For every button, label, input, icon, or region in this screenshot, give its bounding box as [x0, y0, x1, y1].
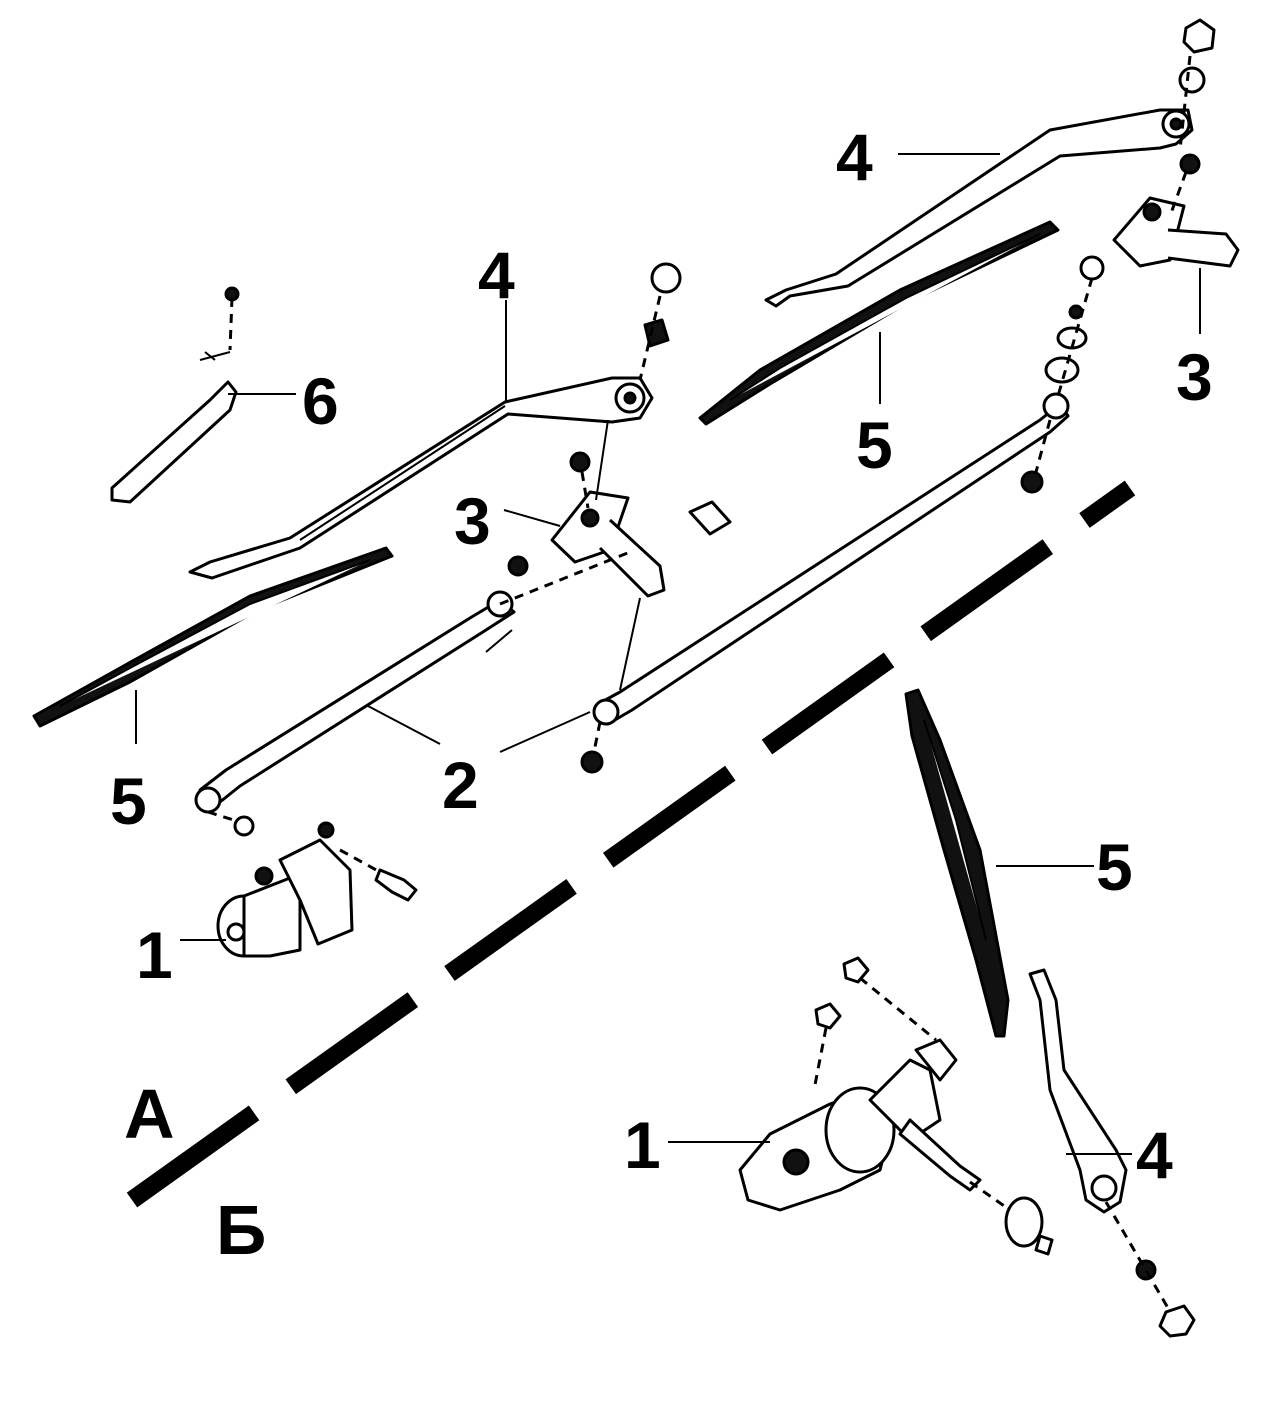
section-label-a: А: [124, 1075, 175, 1153]
right-wiper-blade: [698, 220, 1060, 426]
cover-part: [110, 286, 240, 504]
leader-lines-a: [135, 153, 1201, 941]
label-cover: 6: [302, 364, 339, 438]
left-link-rod: [194, 550, 631, 824]
label-pivot-left: 3: [454, 484, 491, 558]
left-pivot: [550, 419, 666, 598]
section-label-b: Б: [216, 1191, 266, 1269]
lower-wiper-motor: [738, 1038, 1054, 1256]
right-pivot: [1112, 153, 1240, 268]
label-motor-left: 1: [136, 918, 173, 992]
lower-arm-fasteners: [1104, 1201, 1196, 1338]
left-wiper-blade: [32, 546, 394, 728]
clip-part: [688, 500, 732, 536]
label-blade-lower: 5: [1096, 830, 1133, 904]
part-number-labels: 6 4 3 5 2 1 4 5 3 5 1 4: [110, 120, 1213, 1192]
left-arm-fasteners: [638, 262, 682, 381]
label-motor-lower: 1: [624, 1108, 661, 1182]
label-blade-right: 5: [856, 408, 893, 482]
label-pivot-right: 3: [1176, 340, 1213, 414]
right-fasteners-stack: [1044, 255, 1105, 397]
left-wiper-motor: [216, 815, 418, 958]
left-wiper-arm: [188, 376, 654, 580]
label-arm-left: 4: [478, 238, 515, 312]
label-arm-lower: 4: [1136, 1118, 1173, 1192]
right-arm-fasteners: [1178, 18, 1216, 151]
label-blade-left: 5: [110, 764, 147, 838]
label-link-rod: 2: [442, 748, 479, 822]
lower-motor-bolts: [812, 956, 937, 1091]
lower-wiper-blade: [904, 688, 1010, 1038]
label-arm-right: 4: [836, 120, 873, 194]
right-wiper-arm: [764, 108, 1194, 308]
lower-wiper-arm: [1028, 968, 1128, 1214]
long-link-rod: [580, 392, 1070, 774]
leader-lines-b: [668, 865, 1132, 1155]
section-divider: [126, 480, 1136, 1208]
